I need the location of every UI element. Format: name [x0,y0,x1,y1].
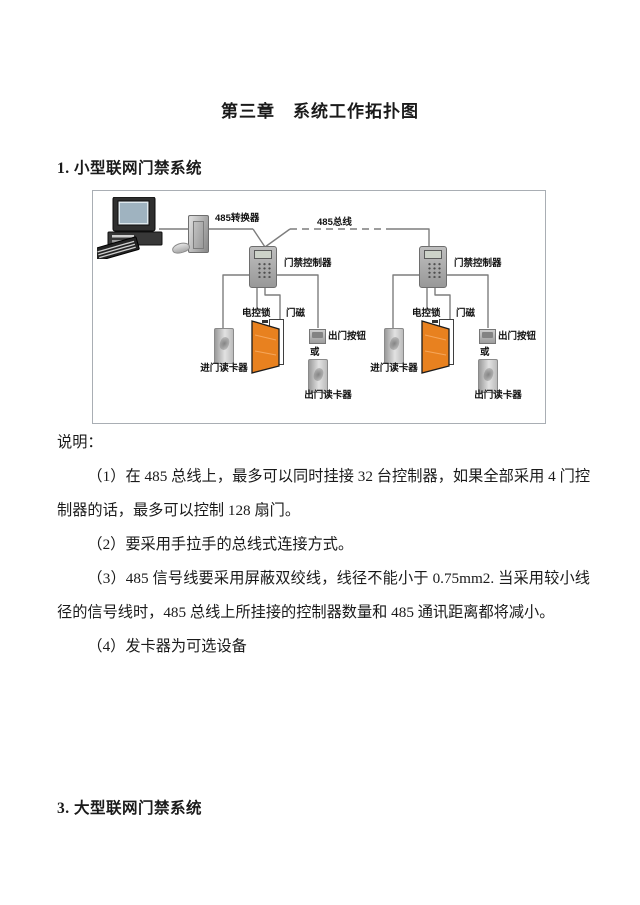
label-electric-lock: 电控锁 [242,308,271,319]
reader-detail [311,366,325,383]
reader-detail [387,335,401,352]
label-electric-lock: 电控锁 [412,308,441,319]
label-exit-reader: 出门读卡器 [304,390,352,401]
exit-button-icon [479,329,496,344]
label-or: 或 [480,347,490,358]
wire-lines [159,228,489,328]
notes-block: 说明： （1）在 485 总线上，最多可以同时挂接 32 台控制器，如果全部采用… [57,426,590,664]
door-icon [251,320,281,374]
entry-card-reader-icon [384,328,404,364]
section-heading-large-system: 3. 大型联网门禁系统 [57,800,203,817]
label-door-magnet: 门磁 [286,308,306,319]
topology-diagram: 485转换器 485总线 门禁控制器 电控锁 门磁 进门读卡器 出门按钮 或 [92,190,546,424]
note-item-2: （2）要采用手拉手的总线式连接方式。 [87,536,354,553]
note-item-1: （1）在 485 总线上，最多可以同时挂接 32 台控制器，如果全部采用 4 门… [57,468,590,519]
exit-card-reader-icon [308,359,328,393]
reader-detail [217,335,231,352]
door-icon [421,320,451,374]
page-title: 第三章 系统工作拓扑图 [221,102,419,121]
label-485-bus: 485总线 [317,217,352,228]
management-computer-icon [93,196,169,262]
label-access-controller: 门禁控制器 [284,258,332,269]
controller-keypad [255,261,271,278]
controller-keypad [425,261,441,278]
notes-label: 说明： [57,434,103,451]
section-heading-small-system: 1. 小型联网门禁系统 [57,160,203,177]
label-door-magnet: 门磁 [456,308,476,319]
label-485-converter: 485转换器 [215,213,260,224]
wire-c1-exit-button [277,274,319,328]
label-exit-reader: 出门读卡器 [474,390,522,401]
note-item-3: （3）485 信号线要采用屏蔽双绞线，线径不能小于 0.75mm2. 当采用较小… [57,570,590,621]
note-item-4: （4）发卡器为可选设备 [87,638,247,655]
label-exit-button: 出门按钮 [498,331,537,342]
exit-button-icon [309,329,326,344]
wire-bus-drop-controller1 [252,228,291,248]
door-station-1: 门禁控制器 电控锁 门磁 进门读卡器 出门按钮 或 出门读卡器 [194,246,366,406]
exit-card-reader-icon [478,359,498,393]
access-controller-icon [419,246,447,288]
controller-screen [424,250,442,259]
wire-c2-exit-button [447,274,489,328]
wire-bus-to-controller2 [387,228,430,247]
converter-panel-detail [193,221,204,249]
485-converter-icon [188,215,209,253]
exit-button-cap [482,332,493,338]
wire-c1-entry-reader [222,274,249,328]
access-controller-icon [249,246,277,288]
label-access-controller: 门禁控制器 [454,258,502,269]
wire-c1-magnet [264,288,281,319]
controller-screen [254,250,272,259]
label-or: 或 [310,347,320,358]
entry-card-reader-icon [214,328,234,364]
exit-button-cap [312,332,323,338]
wire-c2-magnet [434,288,451,319]
label-entry-reader: 进门读卡器 [370,363,418,374]
door-station-2: 门禁控制器 电控锁 门磁 进门读卡器 出门按钮 或 出门读卡器 [364,246,536,406]
reader-detail [481,366,495,383]
label-exit-button: 出门按钮 [328,331,367,342]
label-entry-reader: 进门读卡器 [200,363,248,374]
wire-c2-entry-reader [392,274,419,328]
